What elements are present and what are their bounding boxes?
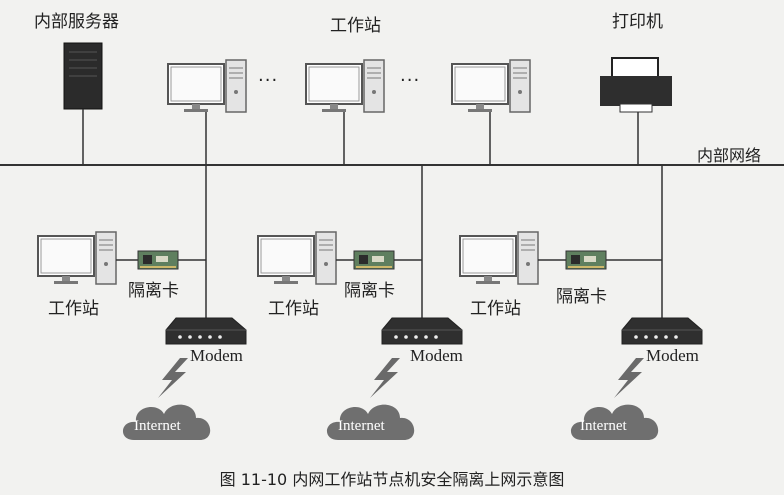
internet-label: Internet xyxy=(580,418,627,434)
figure-caption: 图 11-10 内网工作站节点机安全隔离上网示意图 xyxy=(219,470,565,489)
workstation-icon xyxy=(305,59,385,113)
modem-icon xyxy=(165,317,247,345)
isolation-card-label: 隔离卡 xyxy=(556,287,607,307)
workstation-icon xyxy=(37,231,117,285)
workstation-label: 工作站 xyxy=(268,299,319,319)
isolation-card-icon xyxy=(353,250,395,270)
workstation-icon xyxy=(451,59,531,113)
workstation-icon xyxy=(257,231,337,285)
workstation-group-label: 工作站 xyxy=(330,16,381,36)
modem-label: Modem xyxy=(190,346,243,365)
printer-label: 打印机 xyxy=(612,12,663,32)
workstation-icon xyxy=(459,231,539,285)
isolation-card-icon xyxy=(565,250,607,270)
modem-icon xyxy=(381,317,463,345)
lightning-icon xyxy=(614,358,644,398)
modem-label: Modem xyxy=(646,346,699,365)
isolation-card-icon xyxy=(137,250,179,270)
ellipsis-right: ··· xyxy=(400,70,421,91)
lightning-icon xyxy=(158,358,188,398)
internal-server-label: 内部服务器 xyxy=(34,12,119,32)
printer-icon xyxy=(600,57,672,113)
lightning-icon xyxy=(370,358,400,398)
internet-label: Internet xyxy=(134,418,181,434)
internal-network-label: 内部网络 xyxy=(697,146,762,165)
modem-label: Modem xyxy=(410,346,463,365)
ellipsis-left: ··· xyxy=(258,70,279,91)
workstation-label: 工作站 xyxy=(48,299,99,319)
isolation-card-label: 隔离卡 xyxy=(128,281,179,301)
modem-icon xyxy=(621,317,703,345)
server-icon xyxy=(63,42,103,110)
isolation-card-label: 隔离卡 xyxy=(344,281,395,301)
workstation-icon xyxy=(167,59,247,113)
internet-label: Internet xyxy=(338,418,385,434)
workstation-label: 工作站 xyxy=(470,299,521,319)
